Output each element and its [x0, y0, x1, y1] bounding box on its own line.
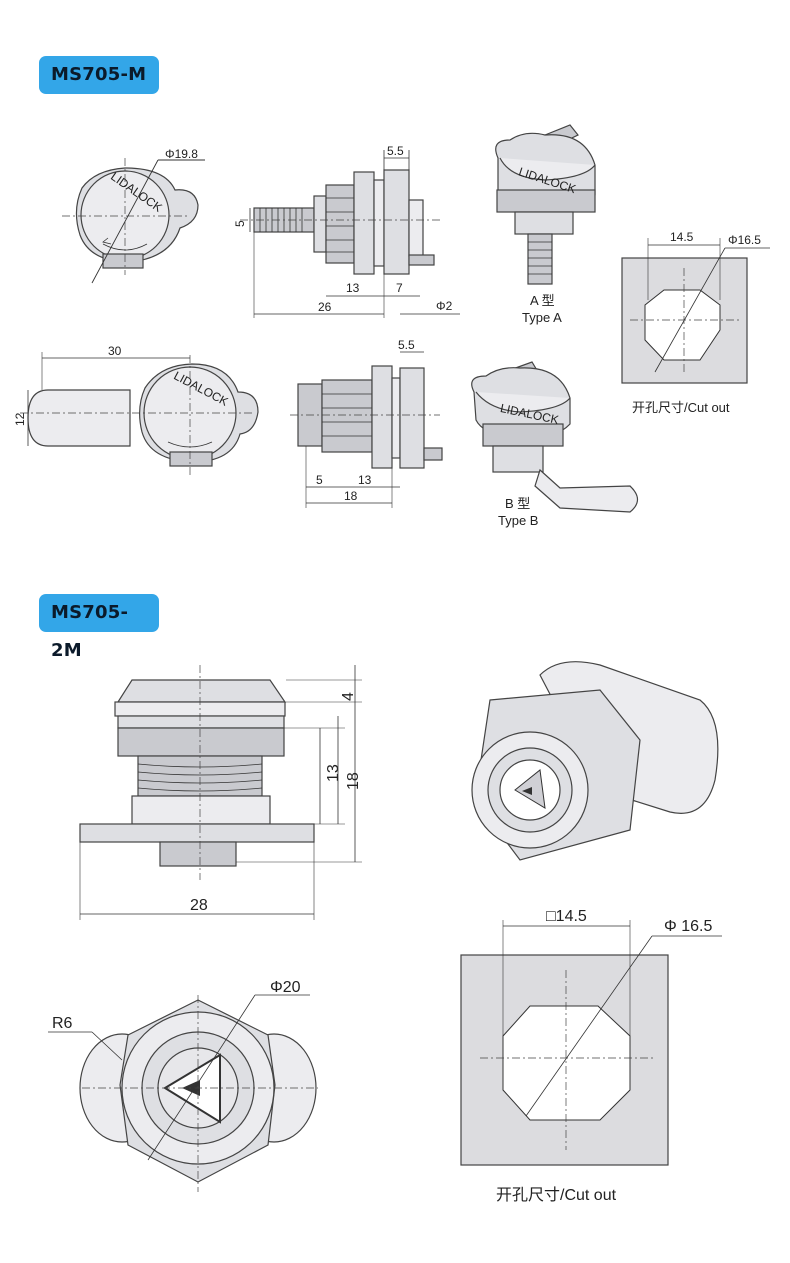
dim-a-7: 7: [396, 281, 403, 295]
dim-b-5: 5: [316, 473, 323, 487]
dim-2m-phi20: Φ20: [270, 979, 301, 996]
dim-cutout-circle: Φ16.5: [728, 233, 761, 247]
photo-type-a: LIDALOCK A 型 Type A: [495, 124, 596, 325]
front-view-ms705-2m: Φ20 R6: [48, 979, 318, 1192]
dim-diameter-19-8: Φ19.8: [165, 147, 198, 161]
side-view-type-a: 5.5 5 13 7 26 Φ2: [233, 144, 460, 318]
caption-type-a-cn: A 型: [530, 293, 555, 308]
dim-2m-r6: R6: [52, 1015, 73, 1032]
dim-2m-cutout-square: □14.5: [546, 908, 587, 925]
caption-type-a-en: Type A: [522, 310, 562, 325]
dim-2m-4: 4: [340, 692, 357, 701]
dim-b-5-5: 5.5: [398, 338, 415, 352]
dim-b-18: 18: [344, 489, 358, 503]
side-view-ms705-2m: 4 13 18 28: [79, 665, 362, 920]
model-badge-ms705-2m: MS705-2M: [39, 594, 159, 661]
front-view-with-cam: LIDALOCK 30 12: [13, 344, 259, 478]
dim-a-5-5: 5.5: [387, 144, 404, 158]
cutout-diagram-ms705-m: 14.5 Φ16.5 开孔尺寸/Cut out: [621, 230, 770, 415]
caption-type-b-cn: B 型: [505, 496, 530, 511]
dim-2m-13: 13: [325, 764, 342, 782]
dim-a-5: 5: [233, 220, 247, 227]
caption-type-b-en: Type B: [498, 513, 538, 528]
photo-type-b: LIDALOCK B 型 Type B: [471, 361, 639, 528]
caption-cutout-1: 开孔尺寸/Cut out: [632, 400, 730, 415]
triangle-key-icon: [522, 787, 532, 795]
dim-2m-28: 28: [190, 897, 208, 914]
dim-2m-cutout-circle: Φ 16.5: [664, 918, 712, 935]
dim-cam-12: 12: [13, 412, 27, 426]
model-badge-ms705-m: MS705-M: [39, 56, 159, 94]
dim-cam-30: 30: [108, 344, 122, 358]
dim-a-pin: Φ2: [436, 299, 453, 313]
dim-a-13: 13: [346, 281, 360, 295]
dim-cutout-square: 14.5: [670, 230, 694, 244]
cutout-diagram-ms705-2m: □14.5 Φ 16.5 开孔尺寸/Cut out: [460, 908, 722, 1204]
dim-b-13: 13: [358, 473, 372, 487]
caption-cutout-2: 开孔尺寸/Cut out: [496, 1186, 617, 1204]
photo-ms705-2m: [471, 661, 719, 861]
front-view-round-lock: LIDALOCK Φ19.8: [62, 147, 205, 284]
side-view-type-b: 5.5 5 13 18: [290, 338, 443, 508]
dim-2m-18: 18: [345, 772, 362, 790]
dim-a-26: 26: [318, 300, 332, 314]
